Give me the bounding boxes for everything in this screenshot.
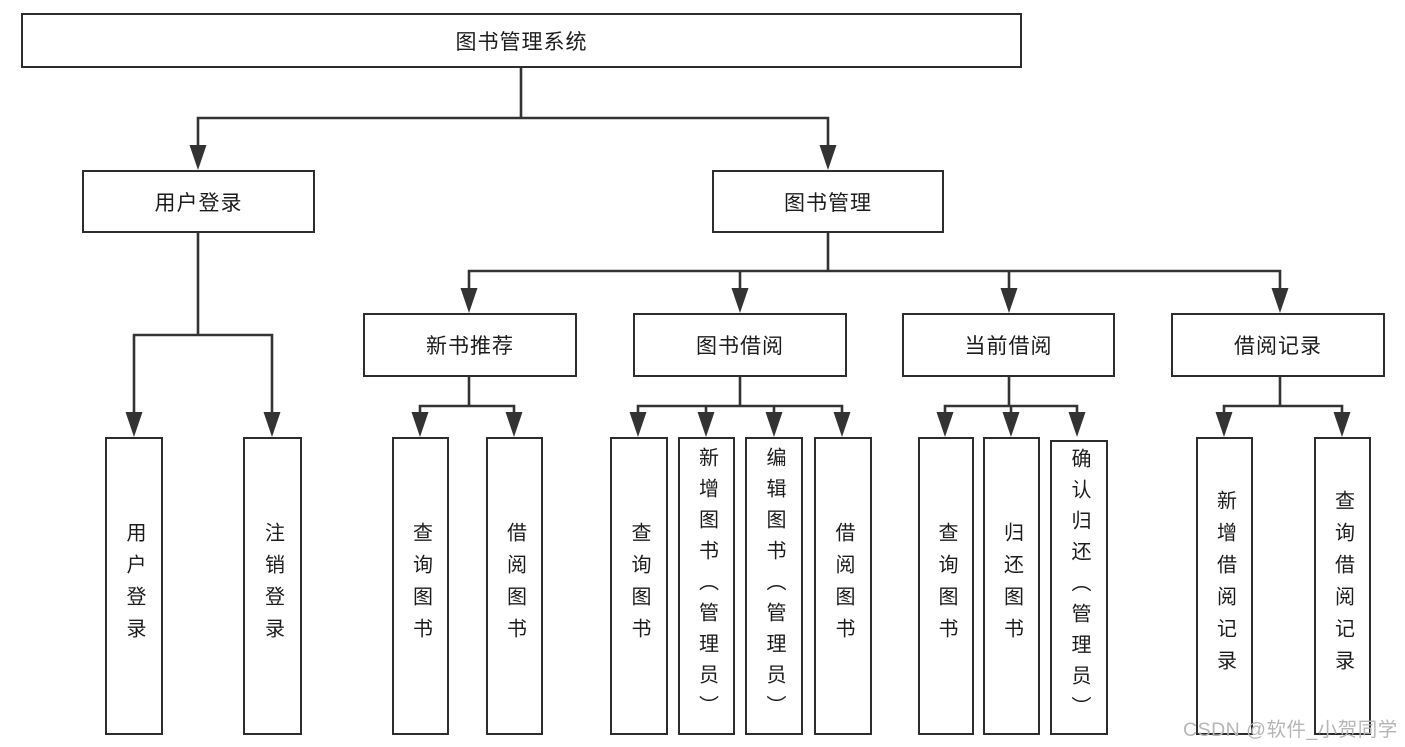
connector-current-borrow-group <box>943 377 1079 414</box>
node-user-login: 用户登录 <box>82 170 315 233</box>
node-label: 图书管理 <box>784 191 872 215</box>
connector-root <box>196 68 830 147</box>
arrowhead-cb-return <box>1002 412 1020 437</box>
arrowhead-bb-add <box>697 412 715 437</box>
arrowhead-leaf-login <box>125 412 143 437</box>
leaf-bb-borrow-book: 借阅图书 <box>814 437 872 735</box>
leaf-nb-borrow-book: 借阅图书 <box>486 437 543 735</box>
leaf-bb-query-book: 查询图书 <box>610 437 668 735</box>
arrowhead-book-borrow <box>731 288 749 313</box>
node-label: 新书推荐 <box>426 335 514 358</box>
arrowhead-nb-borrow <box>505 412 523 437</box>
leaf-br-add-record: 新增借阅记录 <box>1196 437 1253 735</box>
node-label: 当前借阅 <box>964 335 1053 358</box>
node-label: 编辑图书（管理员） <box>763 446 785 726</box>
csdn-watermark: CSDN @软件_小贺同学 <box>1183 719 1398 741</box>
arrowhead-user-login <box>189 145 207 170</box>
leaf-logout: 注销登录 <box>243 437 302 735</box>
node-label: 查询借阅记录 <box>1331 490 1354 682</box>
arrowhead-cb-confirm <box>1068 412 1086 437</box>
leaf-cb-confirm-return-admin: 确认归还（管理员） <box>1050 440 1108 735</box>
node-root-system: 图书管理系统 <box>21 13 1022 68</box>
node-label: 借阅记录 <box>1234 335 1322 358</box>
arrowhead-br-add <box>1215 412 1233 437</box>
connector-borrow-record-group <box>1222 377 1344 414</box>
arrowhead-bb-query <box>629 412 647 437</box>
arrowhead-book-management <box>819 145 837 170</box>
node-label: 借阅图书 <box>503 522 526 650</box>
node-current-borrow: 当前借阅 <box>902 313 1115 377</box>
arrowhead-new-book <box>460 288 478 313</box>
leaf-cb-query-book: 查询图书 <box>918 437 974 735</box>
arrowhead-bb-edit <box>765 412 783 437</box>
node-label: 用户登录 <box>154 191 243 215</box>
arrowhead-borrow-record <box>1271 288 1289 313</box>
node-label: 借阅图书 <box>832 522 854 650</box>
arrowhead-current-borrow <box>1000 288 1018 313</box>
node-label: 新增图书（管理员） <box>695 446 718 726</box>
node-label: 确认归还（管理员） <box>1068 448 1090 727</box>
node-label: 图书借阅 <box>696 335 784 358</box>
arrowhead-br-query <box>1333 412 1351 437</box>
leaf-cb-return-book: 归还图书 <box>983 437 1040 735</box>
node-label: 归还图书 <box>1000 522 1023 650</box>
node-label: 注销登录 <box>261 522 284 650</box>
leaf-br-query-record: 查询借阅记录 <box>1314 437 1371 735</box>
node-label: 查询图书 <box>628 522 650 650</box>
connector-user-login-group <box>132 233 274 414</box>
node-book-management: 图书管理 <box>712 170 944 233</box>
arrowhead-cb-query <box>936 412 954 437</box>
leaf-bb-edit-book-admin: 编辑图书（管理员） <box>745 437 803 735</box>
node-label: 查询图书 <box>935 522 957 650</box>
node-label: 图书管理系统 <box>455 30 588 54</box>
node-label: 查询图书 <box>409 522 432 650</box>
leaf-user-login: 用户登录 <box>105 437 163 735</box>
node-label: 用户登录 <box>123 522 145 650</box>
connector-new-book-group <box>418 377 516 414</box>
leaf-bb-add-book-admin: 新增图书（管理员） <box>678 437 735 735</box>
node-new-book-recommend: 新书推荐 <box>363 313 577 377</box>
arrowhead-nb-query <box>411 412 429 437</box>
node-borrow-record: 借阅记录 <box>1171 313 1385 377</box>
leaf-nb-query-book: 查询图书 <box>392 437 449 735</box>
node-label: 新增借阅记录 <box>1213 490 1236 682</box>
arrowhead-bb-borrow <box>833 412 851 437</box>
node-book-borrow: 图书借阅 <box>633 313 847 377</box>
connector-book-management-group <box>467 233 1282 290</box>
connector-book-borrow-group <box>636 377 844 414</box>
arrowhead-leaf-logout <box>263 412 281 437</box>
